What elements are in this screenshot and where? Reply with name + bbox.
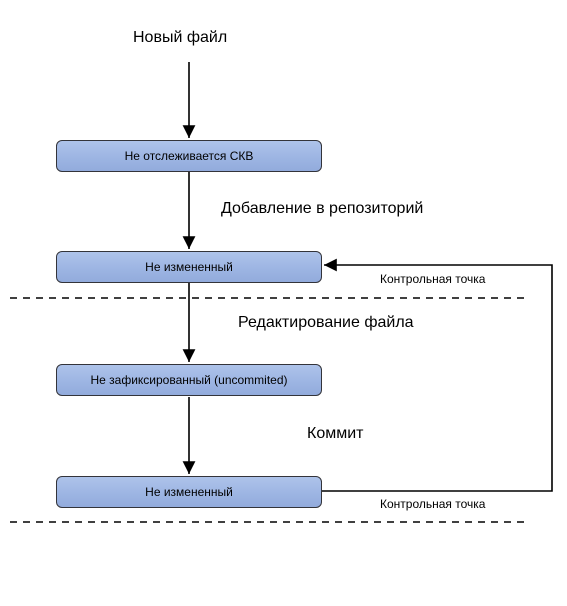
checkpoint-lower-label: Контрольная точка	[380, 497, 486, 511]
state-unmodified-label: Не измененный	[145, 260, 233, 274]
new-file-label: Новый файл	[133, 29, 228, 46]
state-untracked-box: Не отслеживается СКВ	[56, 140, 322, 172]
transition-add-label: Добавление в репозиторий	[221, 200, 424, 217]
state-untracked-label: Не отслеживается СКВ	[124, 149, 254, 163]
state-uncommitted-label: Не зафиксированный (uncommited)	[90, 373, 288, 387]
state-unmodified-box-bottom: Не измененный	[56, 476, 322, 508]
state-unmodified-box: Не измененный	[56, 251, 322, 283]
checkpoint-upper-label: Контрольная точка	[380, 272, 486, 286]
transition-edit-label: Редактирование файла	[238, 314, 414, 331]
state-uncommitted-box: Не зафиксированный (uncommited)	[56, 364, 322, 396]
arrow-loop-back	[322, 258, 553, 492]
transition-commit-label: Коммит	[307, 425, 364, 442]
state-unmodified-bottom-label: Не измененный	[145, 485, 233, 499]
